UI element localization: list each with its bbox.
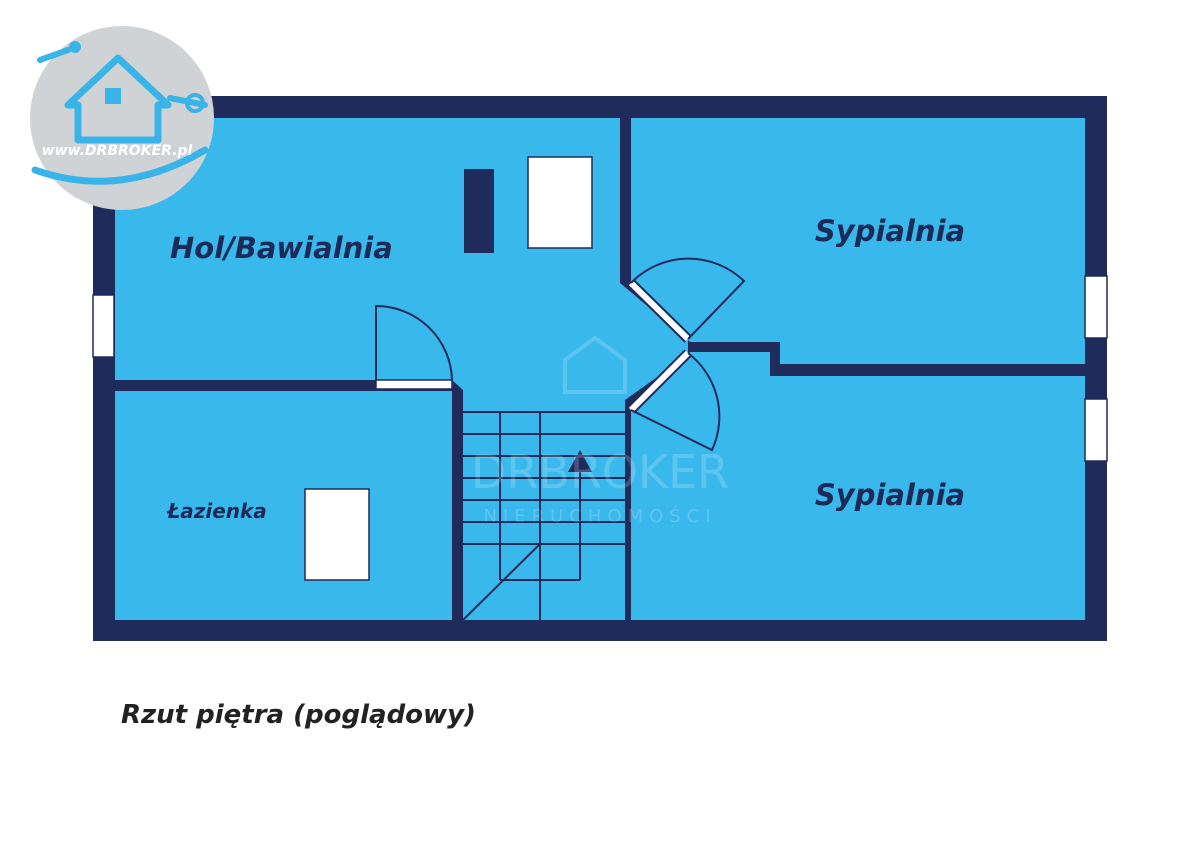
room-label-hall: Hol/Bawialnia [170, 231, 393, 265]
floor-bedroom-bottom [631, 352, 1085, 620]
dark-cabinet [464, 169, 494, 253]
bedroom-top-door-leaf-inner [628, 280, 691, 342]
bathtub [304, 488, 370, 581]
window-left [92, 294, 115, 358]
logo-url-text: www.DRBROKER.pl [42, 143, 193, 159]
watermark-brand: DRBROKER [471, 445, 729, 499]
staircase [458, 411, 625, 621]
stair-arrow-icon [568, 450, 592, 472]
room-label-bathroom: Łazienka [166, 499, 267, 523]
room-label-bedroom-bottom: Sypialnia [815, 478, 965, 512]
watermark-subtitle: NIERUCHOMOŚCI [483, 505, 716, 527]
company-logo: www.DRBROKER.pl [30, 26, 214, 210]
logo-swoosh [31, 146, 209, 185]
house-watermark-icon [563, 335, 627, 394]
bedroom-bottom-door-swing [630, 352, 721, 452]
bathroom-door-swing [375, 304, 453, 381]
window-right-bottom [1084, 398, 1108, 462]
white-cabinet [527, 156, 593, 249]
bathroom-door-panel [375, 379, 453, 390]
watermark: DRBROKER NIERUCHOMOŚCI [471, 335, 729, 527]
bedroom-bottom-door-leaf-inner [628, 350, 691, 413]
logo-node-right [185, 93, 205, 113]
logo-node-top [69, 41, 81, 53]
logo-window-icon [105, 88, 121, 104]
window-right-top [1084, 275, 1108, 339]
floor-bathroom [115, 391, 452, 620]
plan-caption: Rzut piętra (poglądowy) [121, 700, 476, 730]
room-label-bedroom-top: Sypialnia [815, 214, 965, 248]
floor-bedroom-top [631, 118, 1085, 364]
bedroom-top-door-swing [630, 257, 746, 340]
logo-line-left [37, 47, 71, 63]
